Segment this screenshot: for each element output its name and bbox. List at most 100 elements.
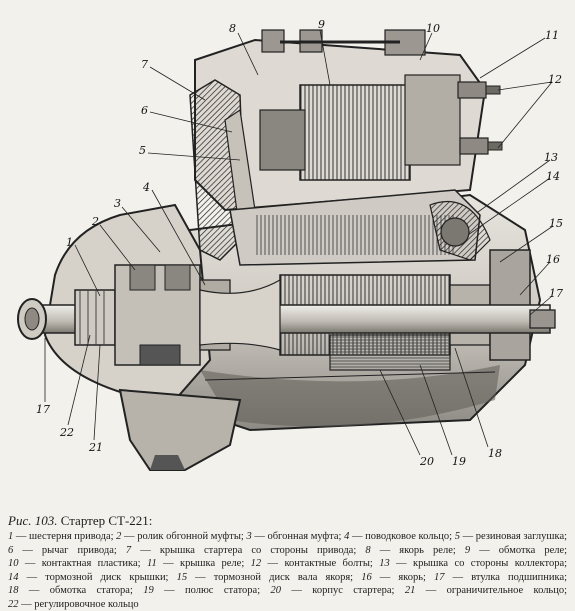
legend-text: резиновая заглушка; [475, 531, 568, 542]
callout-5: 5 [139, 144, 146, 157]
legend-number: 22 [8, 598, 19, 610]
legend-number: 7 [125, 544, 132, 556]
legend-item: 14 — тормозной диск крышки; [8, 572, 168, 583]
legend-dash: — [18, 598, 35, 610]
legend-number: 5 [454, 531, 460, 542]
legend-text: втулка подшипника; [471, 571, 568, 583]
legend-text: полюс статора; [184, 585, 261, 596]
legend-text: шестерня привода; [29, 531, 114, 542]
legend-text: тормозной диск крышки; [45, 571, 169, 583]
legend-dash: — [371, 571, 399, 583]
legend-item: 19 — полюс статора; [143, 585, 260, 596]
callout-1: 1 [66, 236, 73, 249]
legend-item: 11 — крышка реле; [147, 558, 244, 569]
legend-item: 16 — якорь; [361, 572, 426, 583]
legend-text: рычаг привода; [41, 544, 117, 556]
legend-item: 5 — резиновая заглушка; [455, 531, 567, 542]
callout-9: 9 [318, 18, 325, 31]
legend-item: 3 — обгонная муфта; [246, 531, 341, 542]
legend-item: 13 — крышка со стороны коллектора; [379, 558, 567, 569]
legend-number: 6 [8, 544, 14, 556]
legend-item: 10 — контактная пластика; [8, 558, 141, 569]
legend-dash: — [13, 531, 30, 542]
legend-dash: — [131, 544, 160, 556]
legend-text: контактные болты; [284, 558, 373, 569]
legend-dash: — [444, 571, 472, 583]
legend-number: 4 [344, 531, 350, 542]
legend-text: корпус стартера; [312, 585, 395, 596]
legend-number: 14 [8, 571, 19, 583]
legend-item: 1 — шестерня привода; [8, 531, 114, 542]
legend-text: ролик обгонной муфты; [137, 531, 244, 542]
callout-10: 10 [426, 22, 440, 35]
legend-text: якорь реле; [399, 544, 456, 556]
legend-item: 15 — тормозной диск вала якоря; [177, 572, 354, 583]
caption-legend: 1 — шестерня привода; 2 — ролик обгонной… [8, 530, 567, 611]
legend-number: 15 [176, 571, 188, 583]
legend-item: 12 — контактные болты; [251, 558, 373, 569]
callout-14: 14 [546, 170, 560, 183]
legend-dash: — [121, 531, 138, 542]
legend-number: 18 [8, 585, 19, 596]
legend-item: 20 — корпус стартера; [271, 585, 395, 596]
legend-dash: — [18, 585, 50, 596]
caption-title: Рис. 103. Стартер СТ-221: [8, 512, 567, 529]
callout-7: 7 [141, 58, 148, 71]
legend-text: якорь; [398, 571, 426, 583]
legend-number: 20 [270, 585, 282, 596]
legend-text: обмотка статора; [49, 585, 133, 596]
legend-dash: — [470, 544, 499, 556]
legend-number: 16 [361, 571, 372, 583]
legend-number: 8 [365, 544, 371, 556]
legend-item: 21 — ограничительное кольцо; [405, 585, 567, 596]
figure-title: Стартер СТ-221: [60, 513, 153, 528]
legend-dash: — [349, 531, 366, 542]
legend-dash: — [415, 585, 447, 596]
legend-dash: — [18, 558, 42, 569]
callout-12: 12 [548, 73, 562, 86]
starter-cutaway-drawing [17, 29, 556, 471]
legend-number: 10 [8, 558, 19, 569]
starter-illustration: 1 2 3 4 5 6 7 8 9 10 11 12 13 14 15 16 1… [17, 18, 563, 471]
legend-dash: — [281, 585, 313, 596]
legend-number: 17 [434, 571, 445, 583]
callout-16: 16 [546, 253, 560, 266]
legend-dash: — [13, 544, 42, 556]
legend-number: 2 [116, 531, 122, 542]
legend-item: 7 — крышка стартера со стороны привода; [126, 545, 356, 556]
legend-text: тормозной диск вала якоря; [213, 571, 354, 583]
legend-number: 13 [379, 558, 390, 569]
callout-11: 11 [545, 29, 559, 42]
legend-dash: — [370, 544, 400, 556]
callout-18: 18 [488, 447, 502, 460]
legend-item: 2 — ролик обгонной муфты; [116, 531, 244, 542]
legend-dash: — [459, 531, 476, 542]
legend-item: 9 — обмотка реле; [465, 545, 567, 556]
legend-number: 3 [246, 531, 252, 542]
legend-text: крышка реле; [180, 558, 245, 569]
legend-dash: — [18, 571, 46, 583]
legend-dash: — [261, 558, 285, 569]
legend-number: 19 [143, 585, 154, 596]
legend-number: 9 [464, 544, 471, 556]
legend-text: крышка стартера со стороны привода; [159, 544, 357, 556]
legend-dash: — [389, 558, 413, 569]
legend-item: 18 — обмотка статора; [8, 585, 133, 596]
legend-dash: — [251, 531, 268, 542]
legend-dash: — [153, 585, 185, 596]
legend-item: 4 — поводковое кольцо; [344, 531, 452, 542]
legend-item: 22 — регулировочное кольцо [8, 599, 139, 610]
callout-19: 19 [452, 455, 466, 468]
figure-caption: Рис. 103. Стартер СТ-221: 1 — шестерня п… [8, 512, 567, 611]
callout-4: 4 [143, 181, 150, 194]
legend-number: 11 [146, 558, 157, 569]
legend-text: обгонная муфта; [267, 531, 342, 542]
legend-item: 17 — втулка подшипника; [434, 572, 567, 583]
callout-20: 20 [420, 455, 434, 468]
callout-3: 3 [114, 197, 121, 210]
figure-number: Рис. 103. [8, 513, 58, 528]
legend-text: обмотка реле; [498, 544, 568, 556]
callout-21: 21 [89, 441, 103, 454]
legend-number: 21 [404, 585, 416, 596]
callout-13: 13 [544, 151, 558, 164]
